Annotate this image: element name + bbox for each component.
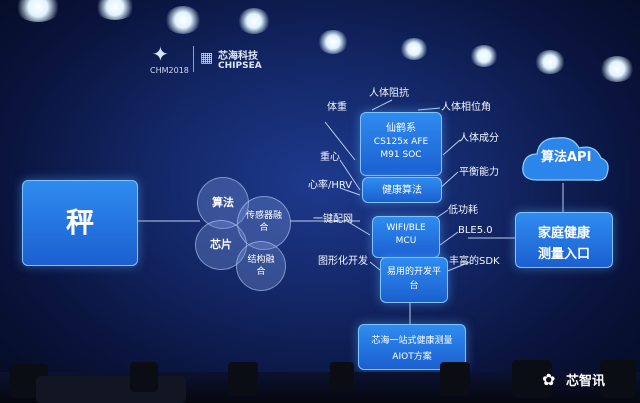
ceiling-light <box>165 6 201 34</box>
health-algorithm-box: 健康算法 <box>362 177 442 203</box>
label-weight: 体重 <box>327 102 347 113</box>
chip-label: 芯片 <box>210 238 232 251</box>
label-one-key-network: 一键配网 <box>313 214 353 225</box>
label-body-composition: 人体成分 <box>459 133 499 144</box>
home-health-line2: 测量入口 <box>537 247 590 262</box>
scale-box: 秤 <box>22 180 138 266</box>
wifi-mcu-box: WIFI/BLE MCU <box>372 216 440 258</box>
structure-fusion-circle: 结构融合 <box>236 241 286 291</box>
stage-light-fixture <box>130 362 158 392</box>
sensor-fusion-label: 传感器融合 <box>246 211 283 233</box>
chipsea-name-en: CHIPSEA <box>218 61 262 71</box>
logo-divider <box>193 46 194 72</box>
chip-family-name: 仙鹤系 <box>386 123 416 134</box>
chipsea-name-cn: 芯海科技 <box>218 51 258 62</box>
health-algorithm-label: 健康算法 <box>382 185 422 196</box>
one-stop-label: 芯海一站式健康测量 <box>371 336 453 346</box>
label-phase-angle: 人体相位角 <box>441 102 491 113</box>
stage-light-fixture <box>600 360 636 398</box>
label-low-power: 低功耗 <box>448 205 478 216</box>
ceiling-light <box>15 0 61 22</box>
chip-soc: M91 SOC <box>380 150 422 160</box>
dev-platform-box: 易用的开发平台 <box>380 257 448 303</box>
aiot-label: AIOT方案 <box>392 352 432 362</box>
chip-afe: CS125x AFE <box>373 137 429 147</box>
stage-monitor <box>36 376 186 403</box>
home-health-box: 家庭健康 测量入口 <box>515 212 613 268</box>
structure-fusion-label: 结构融合 <box>247 255 275 277</box>
label-graphic-dev: 图形化开发 <box>318 256 368 267</box>
chipsea-logo-icon: ▦ <box>200 50 214 66</box>
ceiling-light <box>600 56 634 82</box>
ceiling-light <box>95 0 135 20</box>
ceiling-light <box>535 50 565 74</box>
dev-platform-label: 易用的开发平台 <box>387 267 442 291</box>
label-ble: BLE5.0 <box>458 225 493 236</box>
watermark-text: 芯智讯 <box>566 374 606 389</box>
label-body-impedance: 人体阻抗 <box>369 88 409 99</box>
algorithm-label: 算法 <box>212 196 234 209</box>
label-balance: 平衡能力 <box>459 167 499 178</box>
chm-logo-icon: ✦ <box>152 42 169 66</box>
wechat-icon: ✿ <box>542 370 556 389</box>
stage-light-fixture <box>440 362 470 396</box>
wifi-ble-label: WIFI/BLE <box>386 223 426 233</box>
label-center-of-gravity: 重心 <box>320 152 340 163</box>
stage-light-fixture <box>330 362 354 392</box>
algorithm-api-label: 算法API <box>541 150 592 165</box>
stage-light-fixture <box>512 360 552 398</box>
chip-family-box: 仙鹤系 CS125x AFE M91 SOC <box>360 112 442 176</box>
chm-logo-text: CHM2018 <box>150 66 189 75</box>
label-heart-rate: 心率/HRV <box>308 180 353 191</box>
cloud-icon <box>522 137 609 181</box>
label-rich-sdk: 丰富的SDK <box>449 256 500 267</box>
scale-box-label: 秤 <box>65 206 94 239</box>
ceiling-light <box>470 45 498 67</box>
ceiling-light <box>400 38 428 60</box>
ceiling-light <box>238 8 270 34</box>
home-health-line1: 家庭健康 <box>537 226 590 241</box>
stage-light-fixture <box>228 362 258 396</box>
ceiling-light <box>318 30 348 54</box>
mcu-label: MCU <box>395 236 417 246</box>
